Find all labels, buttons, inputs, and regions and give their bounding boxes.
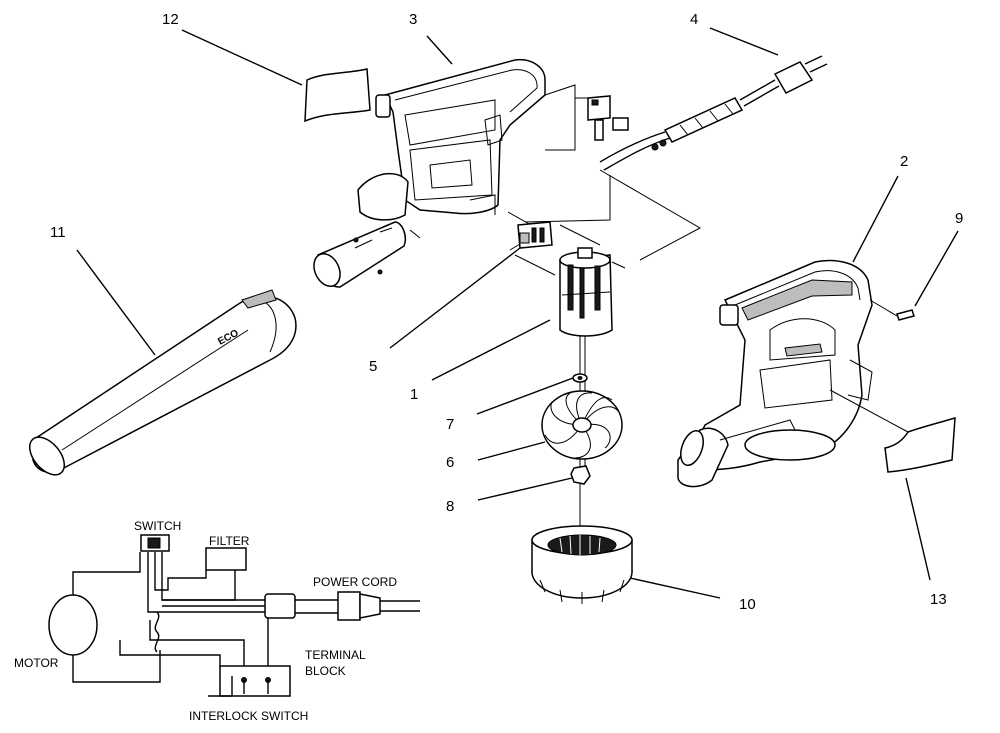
part-11-tube-connector	[313, 221, 421, 288]
callout-5: 5	[369, 358, 377, 375]
callout-12: 12	[162, 11, 179, 28]
cord-plug-body	[337, 591, 361, 621]
part-11-blower-tube: ECO	[28, 289, 297, 476]
part-10-fan-base	[531, 525, 633, 604]
callout-9: 9	[955, 210, 963, 227]
part-6-impeller	[541, 390, 623, 460]
part-13-label-patch	[829, 389, 956, 473]
part-8-nut	[570, 465, 591, 485]
callout-13: 13	[930, 591, 947, 608]
callout-3: 3	[409, 11, 417, 28]
callout-numbers: 12 3 4 2 9 11 5 1 7 6 8 10 13	[50, 11, 963, 613]
wiring-schematic: SWITCH FILTER POWER CORD MOTOR TERMINAL …	[14, 519, 420, 723]
part-2-blower-housing	[677, 259, 873, 488]
part-5-terminal-block	[517, 221, 553, 249]
label-terminal: TERMINAL	[305, 648, 366, 662]
label-block: BLOCK	[305, 664, 346, 678]
callout-11: 11	[50, 224, 66, 241]
leader-lines	[76, 27, 959, 599]
motor-symbol	[48, 594, 98, 656]
callout-10: 10	[739, 596, 756, 613]
callout-6: 6	[446, 454, 454, 471]
label-filter: FILTER	[209, 534, 250, 548]
part-7-washer	[572, 373, 588, 383]
callout-4: 4	[690, 11, 698, 28]
label-motor: MOTOR	[14, 656, 59, 670]
callout-1: 1	[410, 386, 418, 403]
part-4-power-cord	[599, 55, 828, 171]
label-switch: SWITCH	[134, 519, 181, 533]
filter-symbol	[205, 547, 247, 571]
callout-2: 2	[900, 153, 908, 170]
part-12-label-patch	[304, 68, 371, 123]
terminal-block-symbol	[219, 665, 291, 697]
callout-7: 7	[446, 416, 454, 433]
switch-plug-piece	[587, 95, 629, 141]
label-power-cord: POWER CORD	[313, 575, 397, 589]
part-1-motor	[559, 247, 626, 337]
label-interlock-switch: INTERLOCK SWITCH	[189, 709, 308, 723]
callout-8: 8	[446, 498, 454, 515]
cord-connector	[264, 593, 296, 619]
part-3-housing-half	[357, 58, 546, 221]
part-9-screw	[869, 299, 915, 321]
